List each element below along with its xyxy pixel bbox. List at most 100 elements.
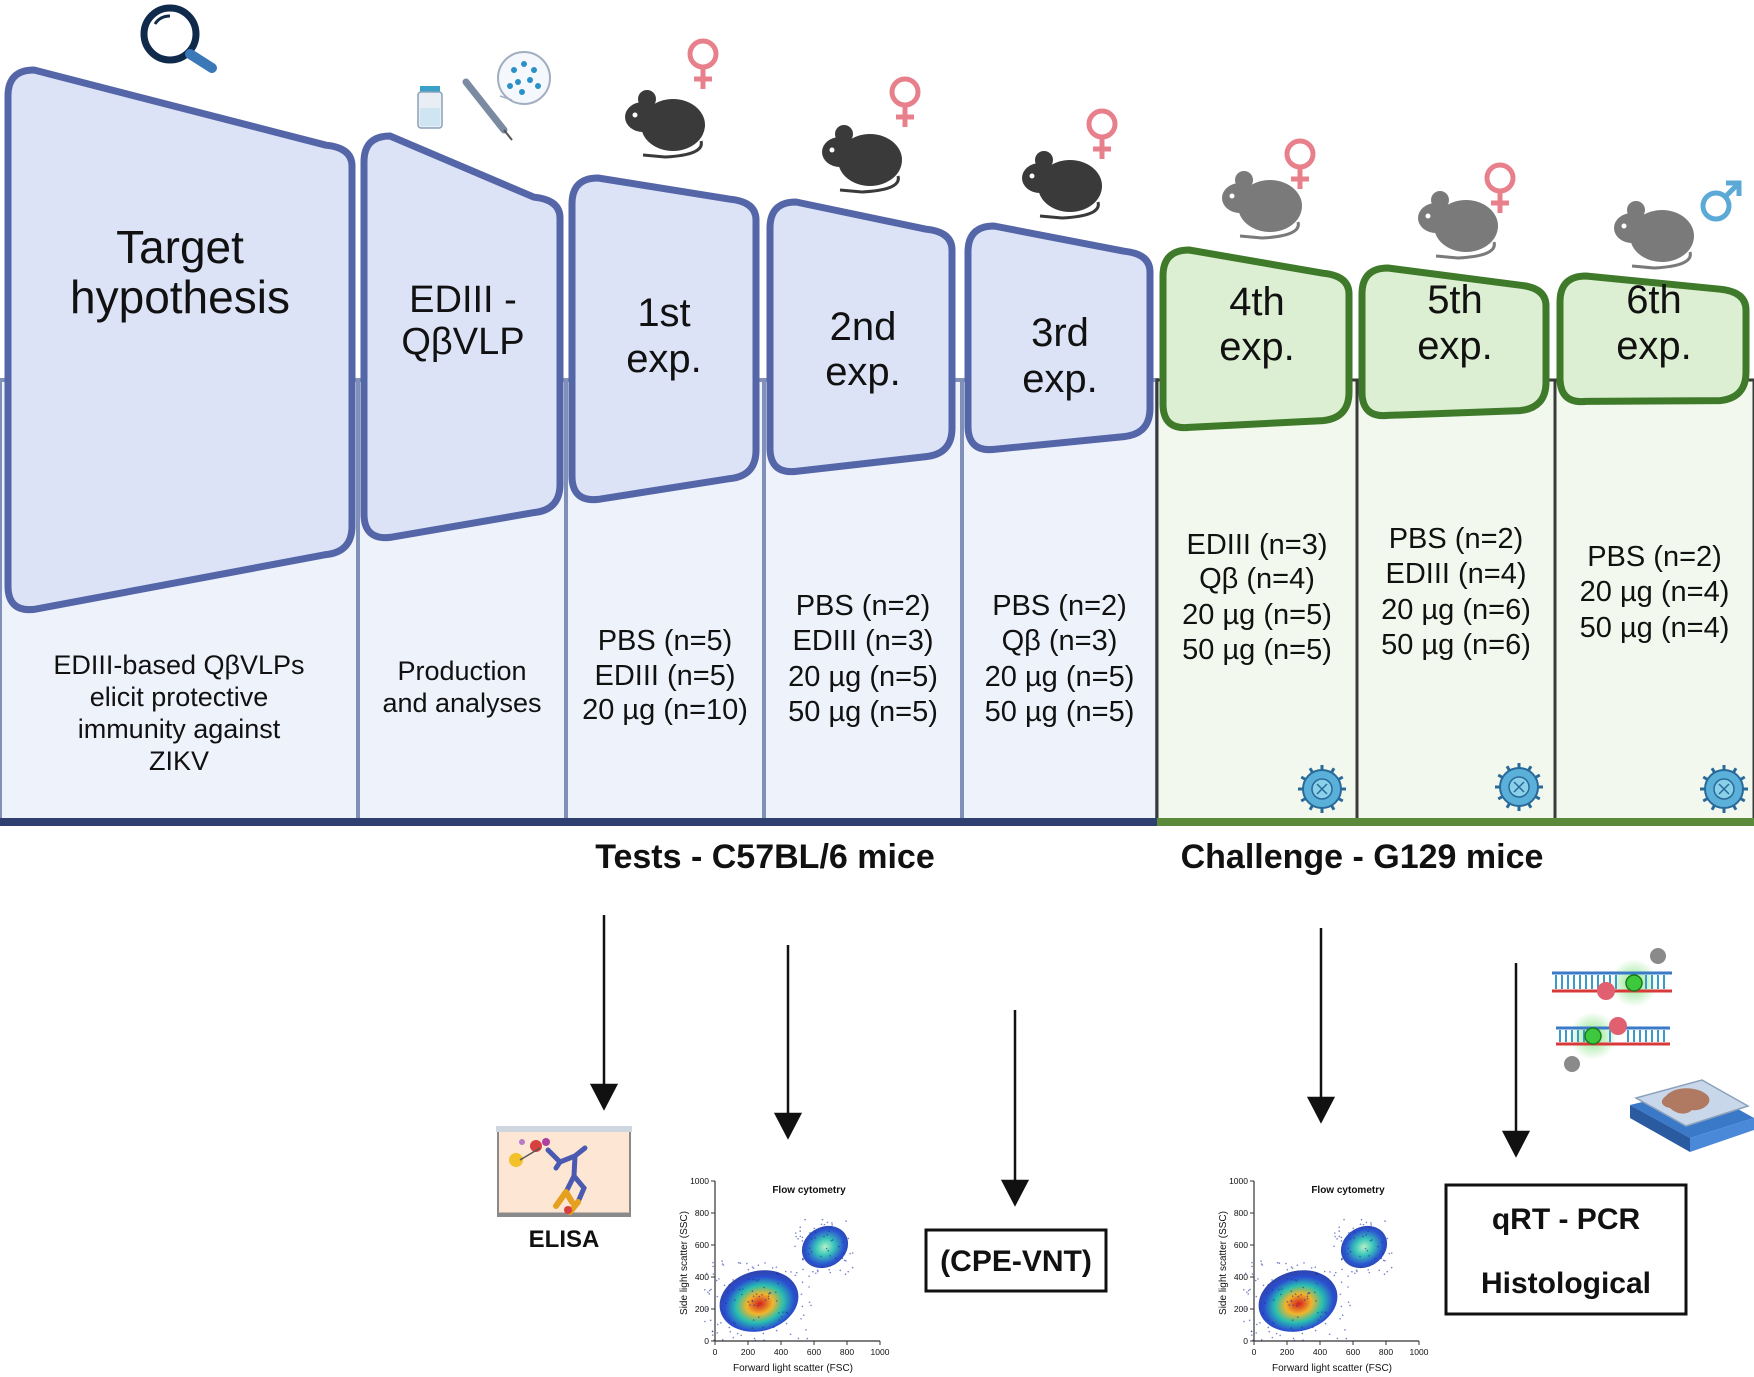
- stage-desc-exp3: PBS (n=2): [992, 590, 1127, 622]
- flow-x-tick-label: 1000: [1410, 1347, 1429, 1357]
- mouse-icon-exp1: [625, 90, 705, 159]
- stage-card-exp6: [1556, 272, 1750, 406]
- stage-card-exp2: [766, 198, 956, 476]
- flow-y-tick-label: 1000: [690, 1176, 709, 1186]
- flow-x-tick-label: 400: [1313, 1347, 1327, 1357]
- mouse-icon-exp6: [1614, 201, 1694, 270]
- flow-x-tick-label: 400: [774, 1347, 788, 1357]
- flow-y-tick-label: 600: [695, 1240, 709, 1250]
- flow-y-tick-label: 400: [1234, 1272, 1248, 1282]
- stage-card-exp1: [568, 174, 760, 504]
- syringe-icon: [462, 51, 551, 141]
- flow-population-2: [1340, 1225, 1388, 1269]
- flow-population-1: [1258, 1270, 1338, 1332]
- stage-desc-production: Production: [397, 656, 526, 686]
- flow-x-tick-label: 0: [713, 1347, 718, 1357]
- flow-y-tick-label: 0: [1243, 1336, 1248, 1346]
- stage-desc-exp4: EDIII (n=3): [1186, 529, 1327, 561]
- stage-card-target: [4, 66, 356, 614]
- qrt-pcr-histological-box: [1444, 1183, 1688, 1316]
- mouse-icon-exp3: [1022, 151, 1102, 220]
- flow-y-axis-label: Side light scatter (SSC): [1218, 1211, 1229, 1315]
- flow-plot-title: Flow cytometry: [772, 1185, 846, 1196]
- flow-y-tick-label: 1000: [1229, 1176, 1248, 1186]
- stage-title-production: QβVLP: [401, 321, 524, 363]
- mouse-icon-exp2: [822, 125, 902, 194]
- flow-x-axis-label: Forward light scatter (FSC): [733, 1363, 853, 1374]
- stage-title-target: Target: [116, 221, 244, 273]
- stage-title-production: EDIII -: [409, 279, 517, 321]
- flow-x-axis-label: Forward light scatter (FSC): [1272, 1363, 1392, 1374]
- stage-desc-target: ZIKV: [149, 746, 209, 776]
- stage-desc-target: elicit protective: [90, 682, 269, 712]
- stage-desc-exp4: Qβ (n=4): [1199, 563, 1315, 595]
- stage-title-exp1: 1st: [637, 291, 690, 335]
- stage-title-exp1: exp.: [626, 337, 702, 381]
- arrow-head-flow-challenge: [1306, 1096, 1336, 1124]
- female-icon-exp5: [1484, 162, 1516, 213]
- stage-desc-exp3: 20 µg (n=5): [985, 661, 1135, 693]
- female-icon-exp4: [1284, 138, 1316, 189]
- flow-y-tick-label: 800: [1234, 1208, 1248, 1218]
- virus-icon-exp5: [1495, 763, 1543, 811]
- assay-arrows: [589, 915, 1531, 1207]
- female-icon-exp3: [1086, 108, 1118, 159]
- flow-x-tick-label: 600: [807, 1347, 821, 1357]
- flow-x-tick-label: 800: [1379, 1347, 1393, 1357]
- cpe-vnt-box: [924, 1228, 1108, 1293]
- histological-label: Histological: [1481, 1267, 1651, 1300]
- stage-desc-exp5: PBS (n=2): [1389, 523, 1524, 555]
- arrow-head-flow-tests: [773, 1112, 803, 1140]
- stage-desc-exp5: 20 µg (n=6): [1381, 594, 1531, 626]
- flow-y-tick-label: 600: [1234, 1240, 1248, 1250]
- mouse-icon-exp4: [1222, 171, 1302, 240]
- flow-x-tick-label: 200: [741, 1347, 755, 1357]
- stage-desc-exp5: EDIII (n=4): [1385, 558, 1526, 590]
- stage-title-exp2: exp.: [825, 350, 901, 394]
- stage-desc-production: and analyses: [382, 688, 541, 718]
- stage-desc-exp3: 50 µg (n=5): [985, 696, 1135, 728]
- flow-x-tick-label: 1000: [871, 1347, 890, 1357]
- flow-y-tick-label: 0: [704, 1336, 709, 1346]
- stage-desc-exp4: 20 µg (n=5): [1182, 599, 1332, 631]
- stage-card-exp3: [964, 222, 1154, 454]
- stage-title-exp5: exp.: [1417, 324, 1493, 368]
- stage-desc-exp6: 50 µg (n=4): [1580, 612, 1730, 644]
- stage-title-exp6: 6th: [1626, 278, 1682, 322]
- flow-x-tick-label: 800: [840, 1347, 854, 1357]
- stage-desc-target: EDIII-based QβVLPs: [53, 650, 304, 680]
- stage-desc-exp2: PBS (n=2): [796, 590, 931, 622]
- elisa-label: ELISA: [529, 1226, 600, 1253]
- stage-desc-exp6: PBS (n=2): [1587, 541, 1722, 573]
- stage-title-exp3: exp.: [1022, 357, 1098, 401]
- flow-y-tick-label: 200: [695, 1304, 709, 1314]
- stage-desc-target: immunity against: [78, 714, 281, 744]
- stage-desc-exp1: 20 µg (n=10): [582, 694, 748, 726]
- arrow-head-qrt-pcr: [1501, 1130, 1531, 1158]
- stage-column-exp5: [1355, 378, 1557, 824]
- stage-desc-exp3: Qβ (n=3): [1002, 625, 1118, 657]
- vial-icon: [417, 86, 443, 129]
- mouse-icon-exp5: [1418, 191, 1498, 260]
- female-icon-exp1: [687, 38, 719, 89]
- stage-title-exp6: exp.: [1616, 324, 1692, 368]
- stage-title-exp4: 4th: [1229, 280, 1285, 324]
- challenge-group-label: Challenge - G129 mice: [1181, 838, 1544, 876]
- female-icon-exp2: [889, 76, 921, 127]
- flow-plot-title: Flow cytometry: [1311, 1185, 1385, 1196]
- arrow-head-cpe-vnt: [1000, 1179, 1030, 1207]
- elisa-icon: [496, 1126, 632, 1217]
- flow-y-axis-label: Side light scatter (SSC): [679, 1211, 690, 1315]
- stage-title-exp3: 3rd: [1031, 311, 1089, 355]
- stage-desc-exp1: EDIII (n=5): [594, 660, 735, 692]
- stage-title-target: hypothesis: [70, 271, 290, 323]
- stage-title-exp2: 2nd: [830, 305, 897, 349]
- qpcr-dna-icon: [1552, 948, 1672, 1072]
- flow-y-tick-label: 800: [695, 1208, 709, 1218]
- flow-y-tick-label: 200: [1234, 1304, 1248, 1314]
- stage-desc-exp2: 50 µg (n=5): [788, 696, 938, 728]
- virus-icon-exp4: [1298, 765, 1346, 813]
- flow-y-tick-label: 400: [695, 1272, 709, 1282]
- arrow-head-elisa: [589, 1083, 619, 1111]
